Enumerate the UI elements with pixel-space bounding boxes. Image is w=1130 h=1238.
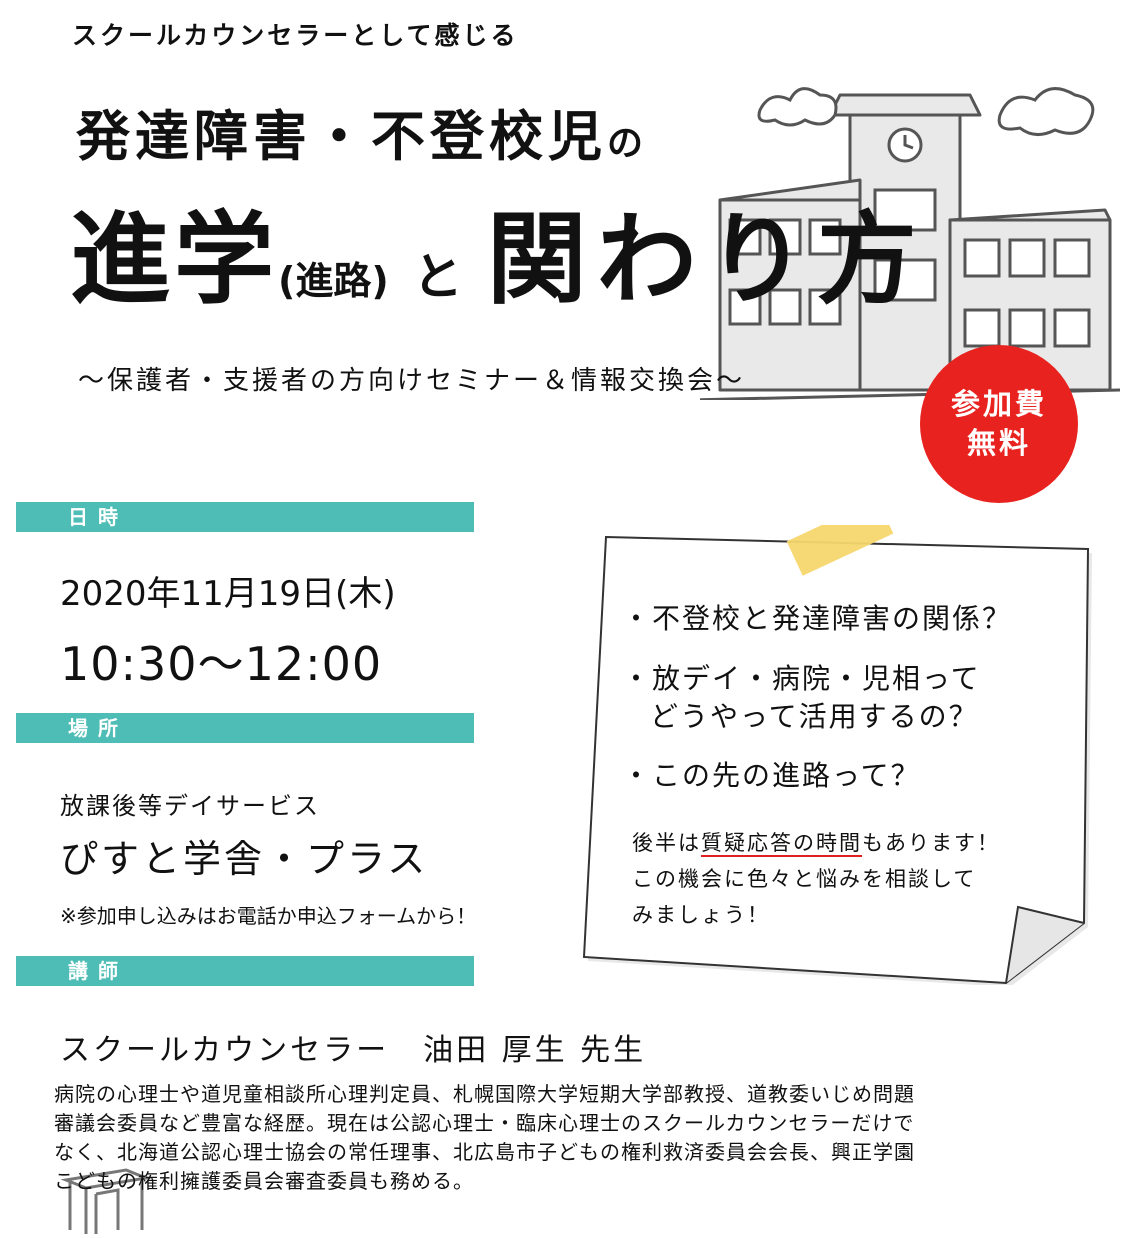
- event-date: 2020年11月19日(木): [60, 574, 396, 614]
- venue-heading: 場所: [16, 713, 474, 743]
- memo-item: ・不登校と発達障害の関係？: [622, 602, 1013, 635]
- memo-item: ・この先の進路って？: [622, 759, 921, 793]
- memo-note-prefix: 後半は: [632, 831, 701, 855]
- bio-line: こどもの権利擁護委員会審査委員も務める。: [54, 1169, 474, 1193]
- title-line-2: 進学(進路)と関わり方: [70, 210, 927, 310]
- application-note: ※参加申し込みはお電話か申込フォームから！: [60, 904, 477, 928]
- title-line-1-suffix: の: [607, 123, 649, 164]
- datetime-heading: 日時: [16, 502, 474, 532]
- title-line-1: 発達障害・不登校児の: [76, 92, 648, 171]
- free-badge: 参加費 無料: [920, 345, 1078, 503]
- memo-item-line: ・放デイ・病院・児相って: [622, 661, 981, 695]
- title-paren: (進路): [278, 259, 389, 303]
- school-building-illustration: [700, 87, 1120, 400]
- badge-line-1: 参加費: [950, 386, 1047, 421]
- venue-name: ぴすと学舎・プラス: [60, 837, 429, 881]
- memo-note-line: みましょう！: [632, 903, 770, 927]
- memo-note-suffix: もあります！: [862, 831, 1000, 855]
- desk-chair-illustration: [60, 1168, 152, 1234]
- memo-note-line: 後半は質疑応答の時間もあります！: [632, 825, 1000, 861]
- event-time: 10:30～12:00: [60, 637, 383, 691]
- tape-strip: [786, 525, 894, 576]
- eyebrow-text: スクールカウンセラーとして感じる: [72, 21, 519, 50]
- lecturer-heading: 講師: [16, 956, 474, 986]
- memo-items: ・不登校と発達障害の関係？ ・放デイ・病院・児相って どうやって活用するの？ ・…: [622, 600, 1012, 817]
- lecturer-bio: 病院の心理士や道児童相談所心理判定員、札幌国際大学短期大学部教授、道教委いじめ問…: [54, 1080, 1084, 1196]
- title-line-1-main: 発達障害・不登校児: [76, 105, 607, 168]
- lecturer-role: スクールカウンセラー: [60, 1033, 390, 1068]
- badge-line-2: 無料: [966, 426, 1031, 460]
- title-kakawarikata: 関わり方: [486, 201, 927, 318]
- memo-note-highlight: 質疑応答の時間: [701, 831, 862, 857]
- bio-line: 病院の心理士や道児童相談所心理判定員、札幌国際大学短期大学部教授、道教委いじめ問…: [54, 1082, 915, 1106]
- title-shingaku: 進学: [70, 201, 278, 318]
- bio-line: なく、北海道公認心理士協会の常任理事、北広島市子どもの権利救済委員会会長、興正学…: [54, 1140, 915, 1164]
- memo-paper: [582, 525, 1092, 985]
- title-to: と: [412, 248, 463, 306]
- subtitle: ～保護者・支援者の方向けセミナー＆情報交換会～: [78, 366, 746, 396]
- memo-item-line: どうやって活用するの？: [650, 699, 979, 733]
- memo-note-line: この機会に色々と悩みを相談して: [632, 867, 977, 891]
- bio-line: 審議会委員など豊富な経歴。現在は公認心理士・臨床心理士のスクールカウンセラーだけ…: [54, 1111, 915, 1135]
- lecturer-line: スクールカウンセラー油田 厚生 先生: [60, 1025, 646, 1069]
- memo-note: 後半は質疑応答の時間もあります！ この機会に色々と悩みを相談して みましょう！: [632, 825, 1000, 933]
- lecturer-name: 油田 厚生 先生: [423, 1033, 647, 1068]
- memo-item: ・放デイ・病院・児相って どうやって活用するの？: [622, 660, 1012, 736]
- venue-subtitle: 放課後等デイサービス: [60, 792, 320, 820]
